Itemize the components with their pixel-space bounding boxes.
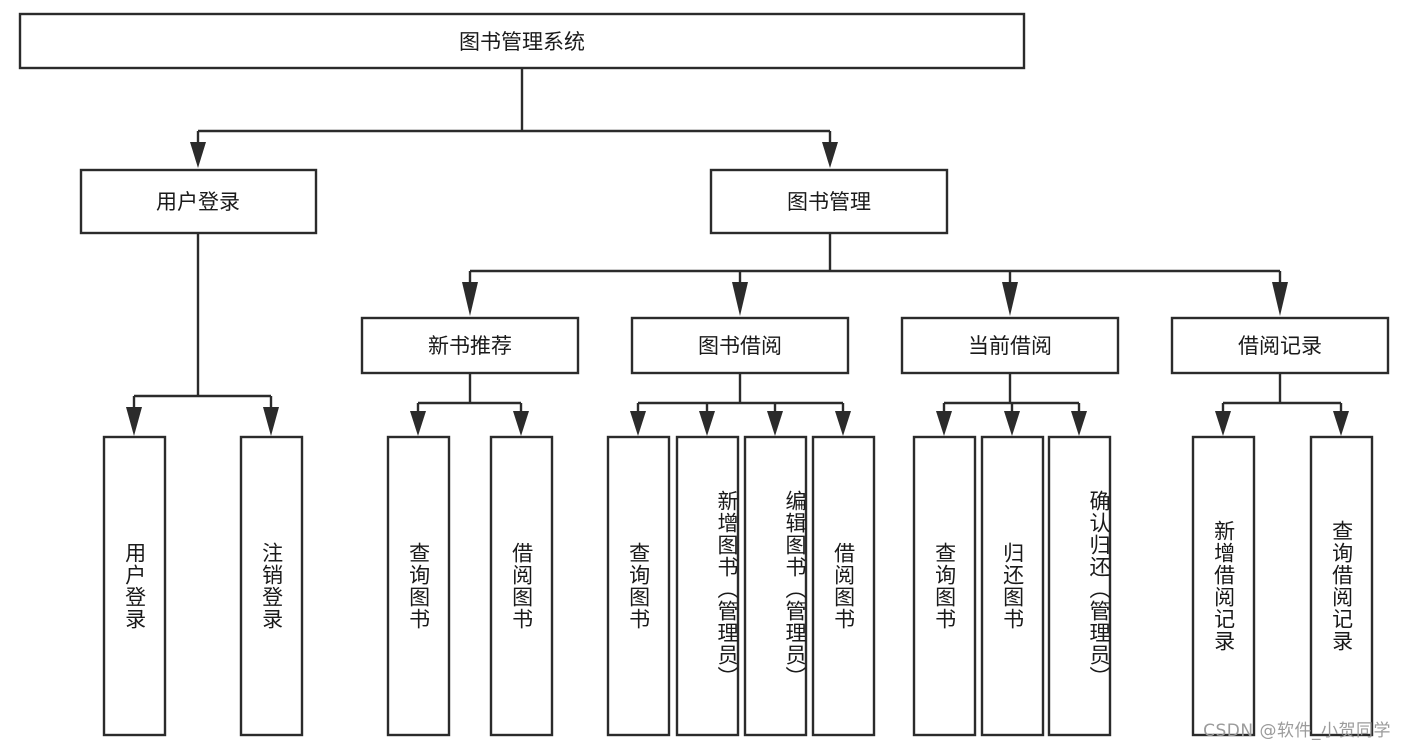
- connector-root-to-level2: [190, 68, 838, 168]
- node-book-management-label: 图书管理: [787, 190, 871, 214]
- node-current-borrow-label: 当前借阅: [968, 334, 1052, 358]
- leafbox-confirm-return[interactable]: [1047, 435, 1112, 737]
- leafbox-borrow-book-2[interactable]: [811, 435, 876, 737]
- leafbox-add-record[interactable]: [1191, 435, 1256, 737]
- watermark-text: CSDN @软件_小贺同学: [1203, 721, 1391, 741]
- leafbox-user-logout[interactable]: [239, 435, 304, 737]
- node-root[interactable]: 图书管理系统: [18, 12, 1026, 70]
- connector-newbook-to-leaves: [410, 373, 529, 436]
- node-borrow-record-label: 借阅记录: [1238, 334, 1322, 358]
- connector-userlogin-to-leaves: [126, 233, 279, 436]
- node-user-login-label: 用户登录: [156, 190, 240, 214]
- node-new-book-recommend[interactable]: 新书推荐: [360, 316, 580, 375]
- leafbox-query-book-3[interactable]: [912, 435, 977, 737]
- leafbox-borrow-book-1[interactable]: [489, 435, 554, 737]
- node-root-label: 图书管理系统: [459, 30, 585, 54]
- node-current-borrow[interactable]: 当前借阅: [900, 316, 1120, 375]
- connector-bookmgmt-to-level3: [462, 233, 1288, 316]
- leafbox-edit-book[interactable]: [743, 435, 808, 737]
- node-book-borrow[interactable]: 图书借阅: [630, 316, 850, 375]
- node-user-login[interactable]: 用户登录: [79, 168, 318, 235]
- node-book-borrow-label: 图书借阅: [698, 334, 782, 358]
- leafbox-user-login[interactable]: [102, 435, 167, 737]
- leafbox-query-record[interactable]: [1309, 435, 1374, 737]
- connector-currentborrow-to-leaves: [936, 373, 1087, 436]
- node-new-book-recommend-label: 新书推荐: [428, 334, 512, 358]
- leafbox-query-book-1[interactable]: [386, 435, 451, 737]
- connector-borrowrecord-to-leaves: [1215, 373, 1349, 436]
- connector-bookborrow-to-leaves: [630, 373, 851, 436]
- leafbox-return-book[interactable]: [980, 435, 1045, 737]
- node-book-management[interactable]: 图书管理: [709, 168, 949, 235]
- node-borrow-record[interactable]: 借阅记录: [1170, 316, 1390, 375]
- leafbox-add-book[interactable]: [675, 435, 740, 737]
- leafbox-query-book-2[interactable]: [606, 435, 671, 737]
